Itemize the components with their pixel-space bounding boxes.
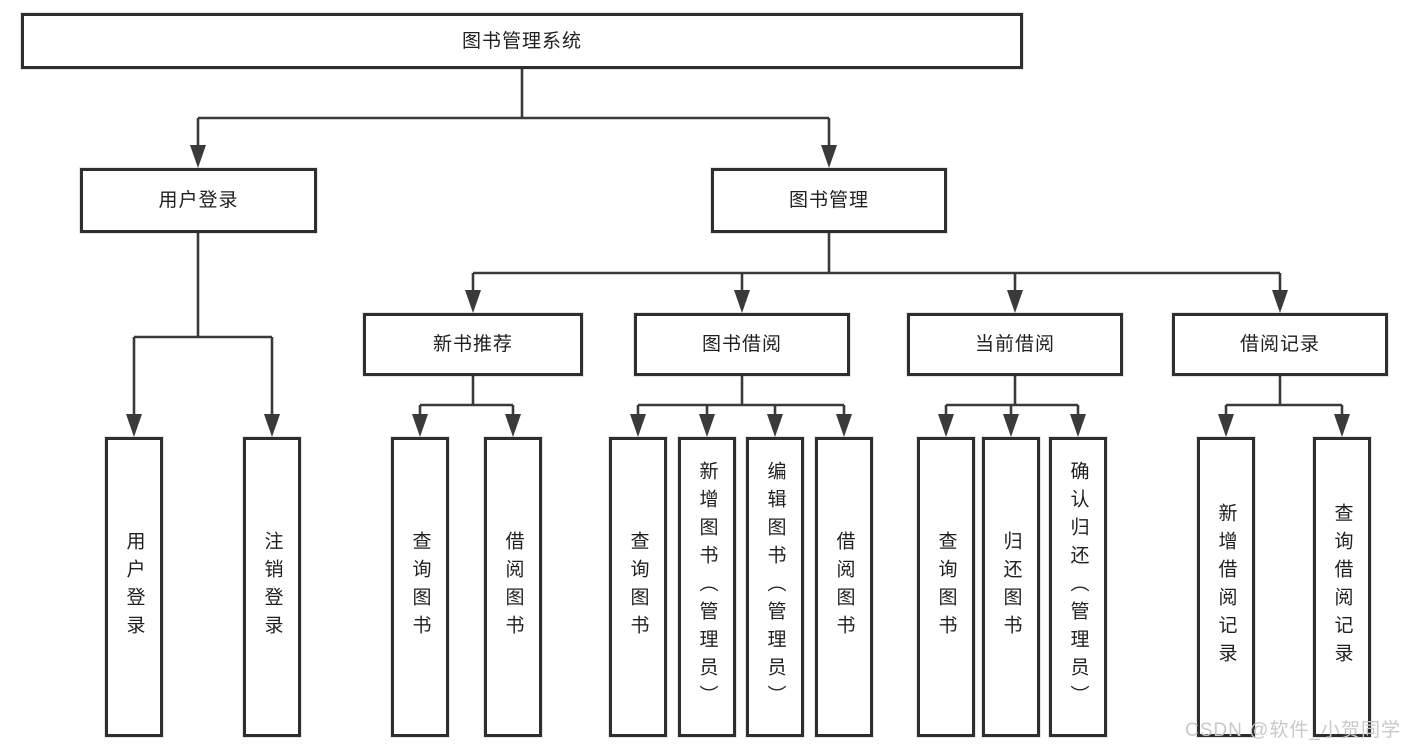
node-borrow-records-label: 借阅记录 — [1239, 334, 1320, 355]
leaf-confirm-return-admin-label: 确认归还（管理员） — [1067, 461, 1089, 713]
leaf-newbooks-query-books: 查询图书 — [391, 437, 449, 737]
leaf-add-borrow-record-label: 新增借阅记录 — [1215, 503, 1237, 671]
node-book-borrow: 图书借阅 — [634, 313, 850, 376]
leaf-newbooks-borrow-books: 借阅图书 — [484, 437, 542, 737]
node-user-login-label: 用户登录 — [158, 190, 239, 211]
leaf-edit-books-admin-label: 编辑图书（管理员） — [764, 461, 786, 713]
node-new-book-recommend: 新书推荐 — [363, 313, 583, 376]
leaf-current-query-books: 查询图书 — [917, 437, 975, 737]
node-current-borrow: 当前借阅 — [907, 313, 1123, 376]
node-book-borrow-label: 图书借阅 — [701, 334, 782, 355]
node-borrow-records: 借阅记录 — [1172, 313, 1388, 376]
leaf-user-login-label: 用户登录 — [123, 531, 145, 643]
leaf-newbooks-query-books-label: 查询图书 — [409, 531, 431, 643]
leaf-borrow-query-books: 查询图书 — [609, 437, 667, 737]
leaf-borrow-books-label: 借阅图书 — [833, 531, 855, 643]
node-root-label: 图书管理系统 — [461, 30, 582, 52]
leaf-return-books: 归还图书 — [982, 437, 1040, 737]
node-current-borrow-label: 当前借阅 — [974, 334, 1055, 355]
leaf-query-borrow-record: 查询借阅记录 — [1313, 437, 1371, 737]
leaf-return-books-label: 归还图书 — [1000, 531, 1022, 643]
leaf-edit-books-admin: 编辑图书（管理员） — [746, 437, 804, 737]
leaf-add-borrow-record: 新增借阅记录 — [1197, 437, 1255, 737]
leaf-current-query-books-label: 查询图书 — [935, 531, 957, 643]
leaf-query-borrow-record-label: 查询借阅记录 — [1331, 503, 1353, 671]
node-user-login: 用户登录 — [80, 168, 317, 233]
leaf-add-books-admin-label: 新增图书（管理员） — [696, 461, 718, 713]
leaf-borrow-books: 借阅图书 — [815, 437, 873, 737]
watermark: CSDN @软件_小贺同学 — [1185, 720, 1401, 741]
leaf-borrow-query-books-label: 查询图书 — [627, 531, 649, 643]
node-new-book-recommend-label: 新书推荐 — [432, 334, 513, 355]
leaf-logout: 注销登录 — [243, 437, 301, 737]
node-book-management: 图书管理 — [711, 168, 947, 233]
leaf-user-login: 用户登录 — [105, 437, 163, 737]
node-book-management-label: 图书管理 — [788, 190, 869, 211]
leaf-newbooks-borrow-books-label: 借阅图书 — [502, 531, 524, 643]
leaf-add-books-admin: 新增图书（管理员） — [678, 437, 736, 737]
node-root: 图书管理系统 — [21, 13, 1023, 69]
leaf-confirm-return-admin: 确认归还（管理员） — [1049, 437, 1107, 737]
leaf-logout-label: 注销登录 — [261, 531, 283, 643]
